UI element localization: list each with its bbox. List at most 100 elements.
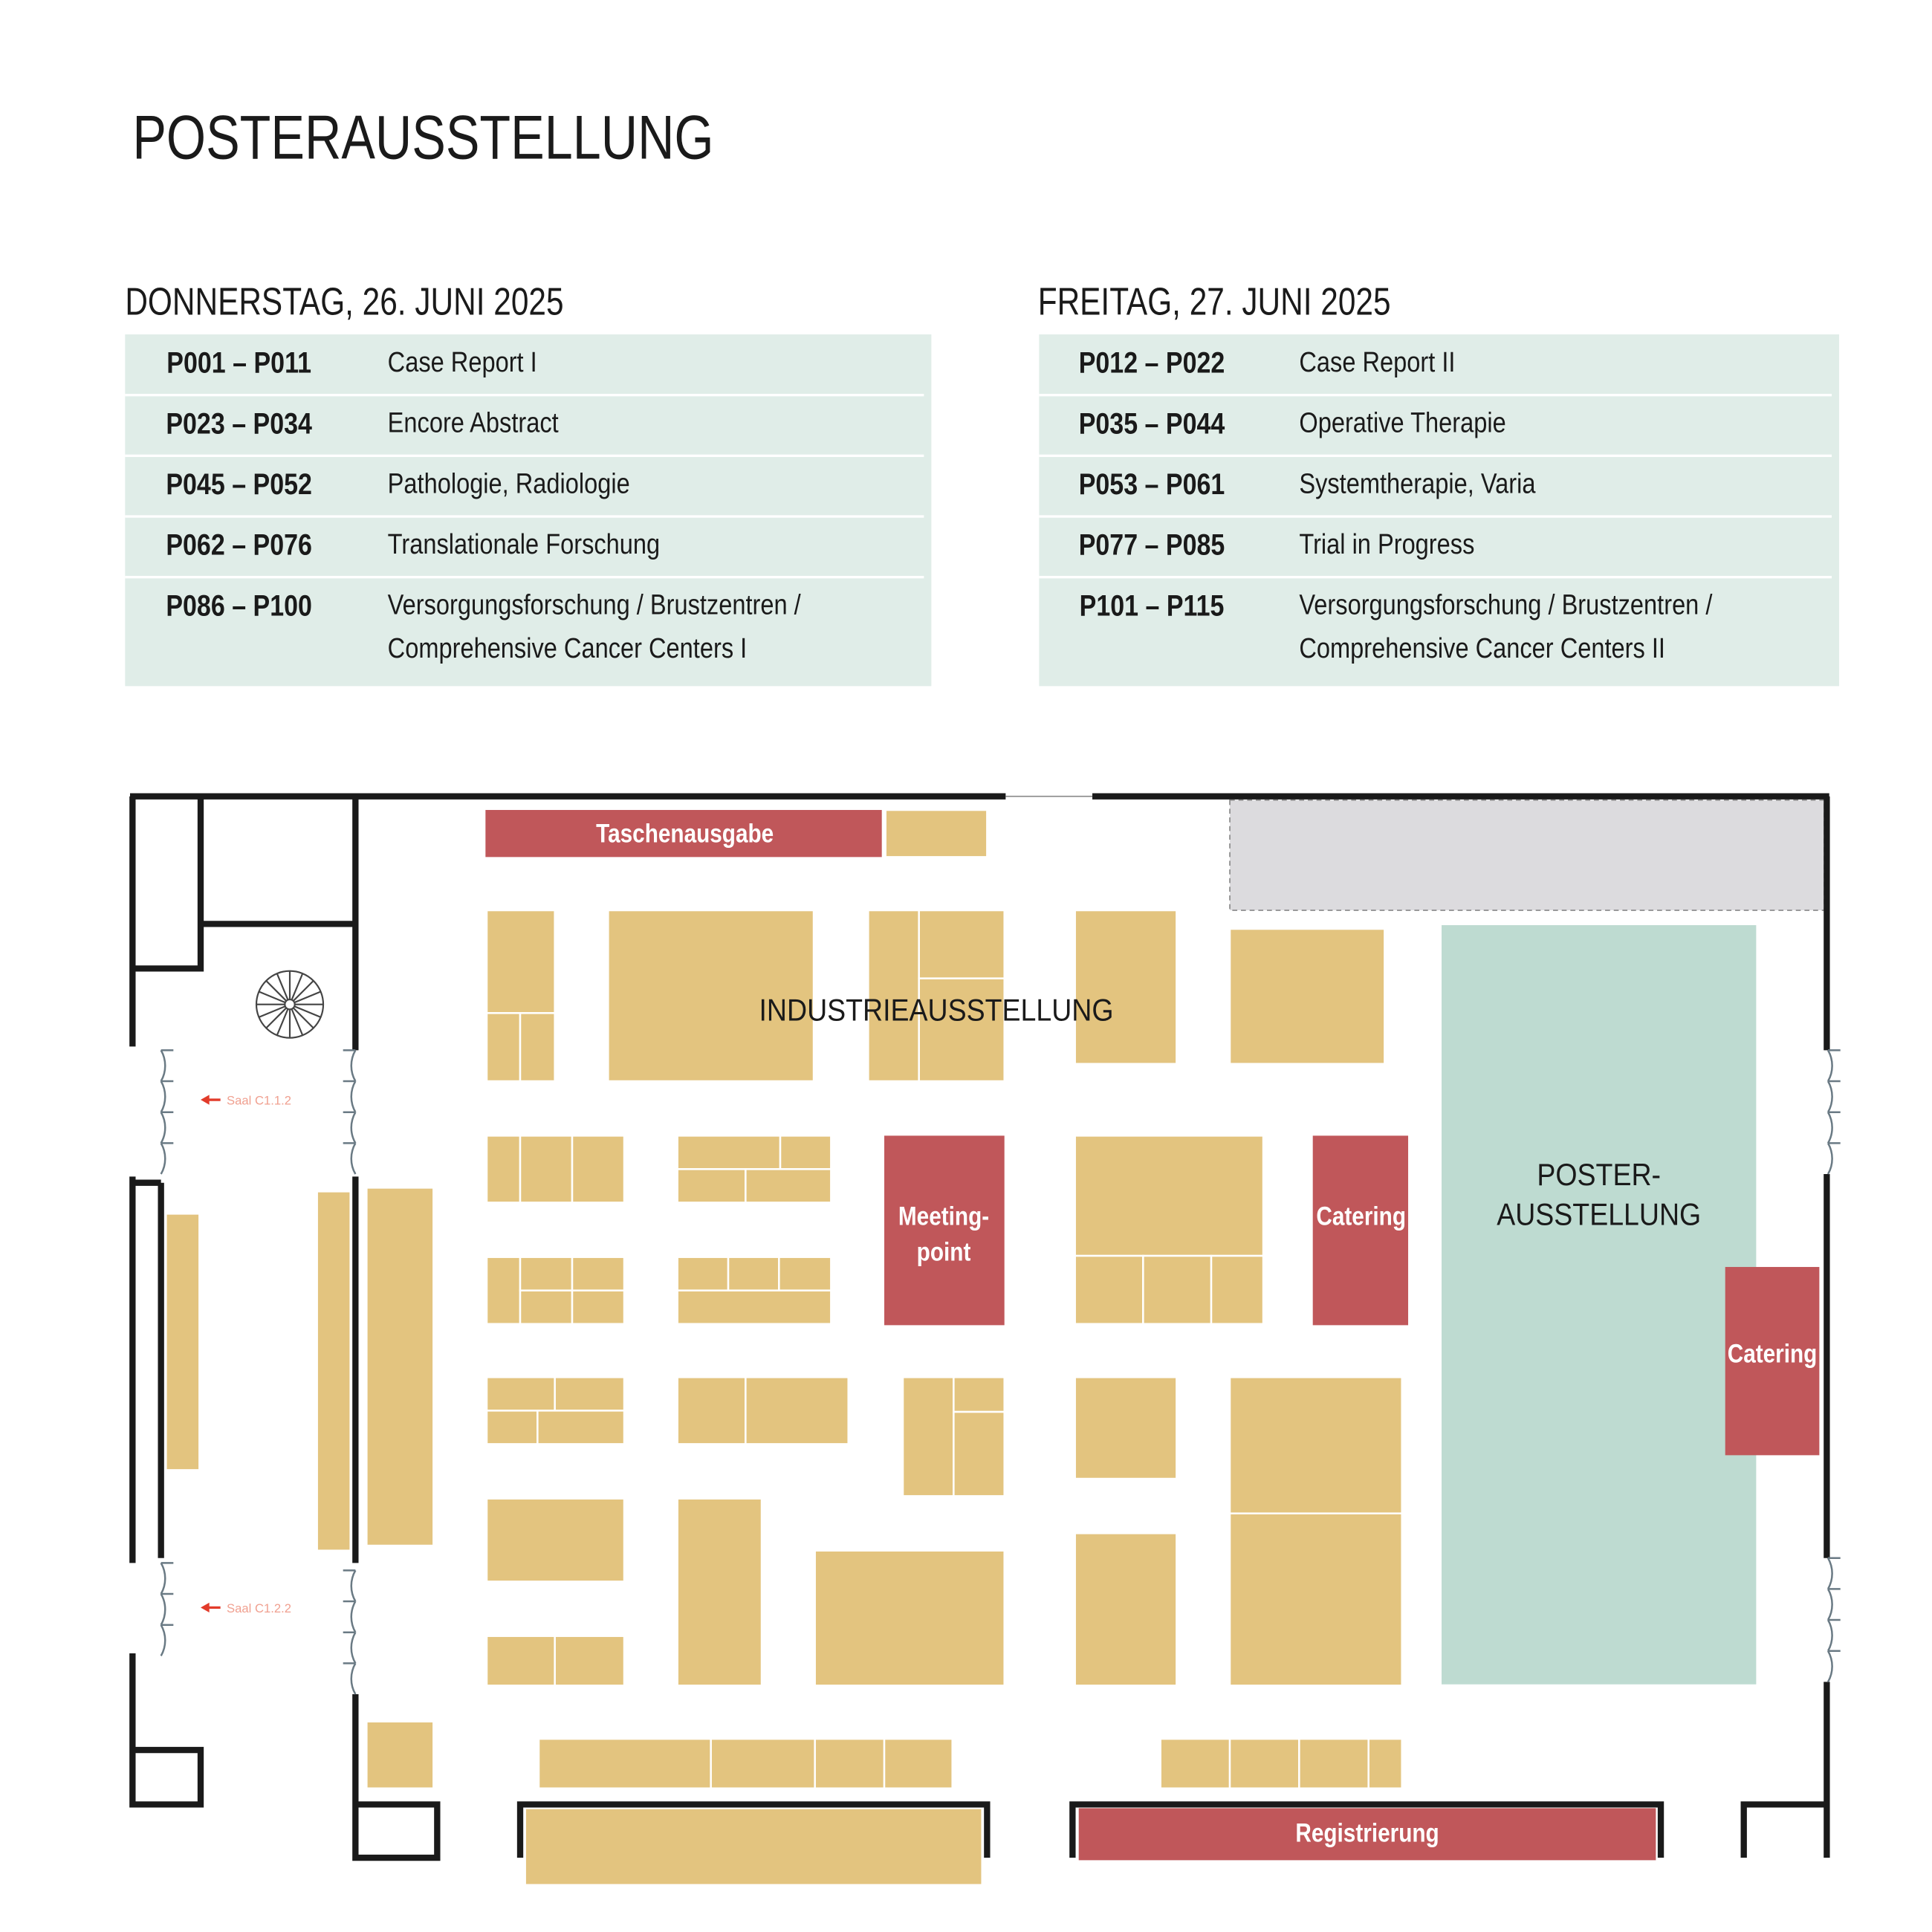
poster-area — [1442, 925, 1757, 1685]
door-icon — [160, 1112, 166, 1144]
poster-range: P035 – P044 — [1078, 407, 1225, 441]
exhibitor-booth — [779, 1135, 832, 1170]
exhibitor-booth — [485, 1135, 522, 1204]
exhibitor-booth — [676, 1289, 832, 1325]
door-icon — [350, 1662, 357, 1695]
poster-label-2: AUSSTELLUNG — [1497, 1198, 1701, 1232]
poster-label-1: POSTER- — [1537, 1158, 1661, 1192]
exhibitor-booth — [1228, 1376, 1403, 1514]
exhibitor-booth — [867, 909, 920, 1083]
wall — [132, 796, 204, 972]
exhibitor-booth — [524, 1807, 983, 1886]
topic-line: Case Report I — [387, 346, 537, 378]
session-topic: Pathologie, Radiologie — [388, 462, 630, 505]
exhibitor-booth — [745, 1376, 849, 1445]
taschenausgabe-label: Taschenausgabe — [596, 819, 774, 848]
taschenausgabe-area — [485, 810, 882, 858]
exhibitor-booth — [745, 1168, 832, 1204]
exhibitor-booth — [1228, 1737, 1300, 1789]
exhibitor-booth — [1074, 1135, 1265, 1257]
topic-line: Comprehensive Cancer Centers I — [387, 632, 748, 664]
poster-range: P101 – P115 — [1079, 589, 1225, 623]
schedule-row: P101 – P115 Versorgungsforschung / Brustz… — [1039, 577, 1832, 683]
poster-range: P053 – P061 — [1078, 468, 1225, 502]
exhibitor-booth — [537, 1410, 626, 1445]
meetingpoint-label-1: Meeting- — [898, 1202, 989, 1231]
topic-line: Comprehensive Cancer Centers II — [1299, 632, 1665, 664]
exhibitor-booth — [814, 1737, 886, 1789]
svg-text:Saal C1.1.2: Saal C1.1.2 — [227, 1094, 291, 1108]
exhibitor-booth — [519, 1012, 556, 1083]
session-topic: Versorgungsforschung / Brustzentren /Com… — [1299, 583, 1712, 670]
arrow-left-icon — [201, 1095, 221, 1105]
exhibitor-booth — [537, 1737, 712, 1789]
exhibitor-booth — [710, 1737, 816, 1789]
topic-line: Translationale Forschung — [387, 528, 661, 560]
exhibitor-booth — [1210, 1254, 1265, 1325]
exhibitor-booth — [953, 1376, 1005, 1413]
exhibitor-booth — [485, 1012, 522, 1083]
door-icon — [160, 1562, 166, 1595]
exhibitor-booth — [1159, 1737, 1231, 1789]
schedule-row: P001 – P011 Case Report I — [125, 334, 924, 397]
wall — [1740, 1801, 1829, 1858]
poster-range: P045 – P052 — [166, 468, 312, 502]
exhibitor-booth — [519, 1256, 574, 1291]
exhibitor-booth — [918, 909, 1005, 979]
door-icon — [1826, 1588, 1833, 1621]
spiral-staircase-icon — [255, 970, 325, 1039]
session-topic: Encore Abstract — [388, 401, 559, 444]
catering-area-center — [1312, 1135, 1409, 1326]
catering-label-right: Catering — [1728, 1339, 1818, 1368]
schedule-row: P053 – P061 Systemtherapie, Varia — [1039, 456, 1832, 518]
registrierung-area — [1078, 1808, 1656, 1861]
industrie-label: INDUSTRIEAUSSTELLUNG — [759, 993, 1114, 1028]
exhibitor-booth — [165, 1213, 201, 1471]
svg-text:Saal C1.2.2: Saal C1.2.2 — [227, 1601, 291, 1615]
door-icon — [350, 1601, 357, 1633]
door-icon — [1826, 1619, 1833, 1652]
exhibitor-booth — [1228, 1512, 1403, 1687]
door-icon — [350, 1080, 357, 1113]
poster-range: P001 – P011 — [166, 346, 312, 380]
exhibitor-booth — [554, 1635, 626, 1687]
exhibitor-booth — [901, 1376, 955, 1497]
session-topic: Case Report II — [1299, 340, 1455, 383]
wall — [1069, 1801, 1664, 1858]
catering-area-right — [1725, 1267, 1820, 1456]
saal-sign-2: Saal C1.2.2 — [201, 1601, 291, 1615]
gray-area — [1229, 799, 1825, 911]
door-icon — [350, 1142, 357, 1175]
exhibitor-booth — [676, 1256, 730, 1291]
exhibitor-booth — [727, 1256, 780, 1291]
day-heading-friday: FREITAG, 27. JUNI 2025 — [1037, 279, 1391, 324]
exhibitor-booth — [1074, 1376, 1178, 1480]
exhibitor-booth — [676, 1376, 747, 1445]
door-icon — [1826, 1080, 1833, 1113]
wall — [352, 1694, 441, 1861]
door-icon — [1826, 1557, 1833, 1590]
session-topic: Trial in Progress — [1299, 522, 1474, 565]
topic-line: Operative Therapie — [1299, 406, 1506, 439]
exhibitor-booth — [485, 1410, 539, 1445]
exhibitor-booth — [1074, 1532, 1178, 1687]
exhibitor-booth — [485, 909, 556, 1014]
topic-line: Pathologie, Radiologie — [387, 467, 630, 499]
exhibitor-booth — [519, 1289, 574, 1325]
exhibitor-booth — [519, 1135, 574, 1204]
exhibitor-booth — [676, 1497, 763, 1687]
exhibitor-booth — [1074, 1254, 1144, 1325]
saal-sign-1: Saal C1.1.2 — [201, 1094, 291, 1108]
exhibitor-booth — [485, 1376, 556, 1412]
exhibitor-booth — [918, 977, 1005, 1083]
exhibitor-booth — [1142, 1254, 1213, 1325]
exhibitor-booth — [485, 1635, 556, 1687]
door-icon — [160, 1049, 166, 1082]
session-topic: Systemtherapie, Varia — [1299, 462, 1535, 505]
